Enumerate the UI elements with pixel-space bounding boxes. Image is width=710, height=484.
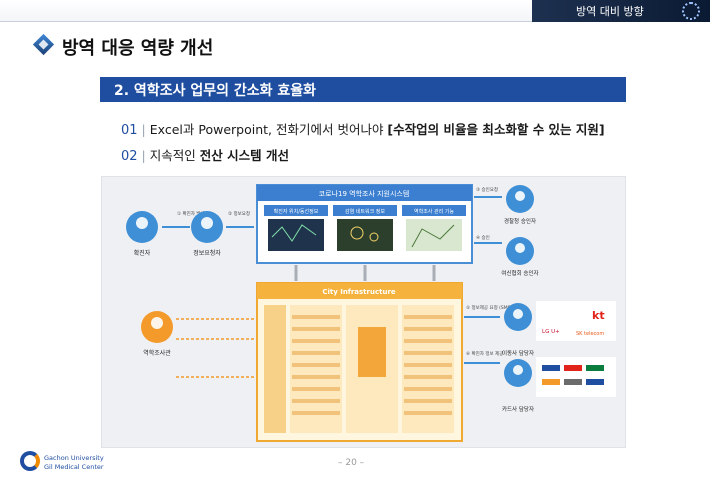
point-emphasis: 전산 시스템 개선 — [199, 148, 289, 163]
system-tab-label: 감염 네트워크 정보 — [345, 208, 385, 215]
org-line-1: Gachon University — [44, 454, 104, 462]
info-requester-actor: 정보요청자 — [191, 211, 223, 257]
flow-label: ④ 승인 — [476, 234, 490, 241]
section-tab: 방역 대비 방향 — [532, 0, 710, 22]
card-actor: 카드사 담당자 — [502, 359, 534, 413]
section-heading-bar: 2. 역학조사 업무의 간소화 효율화 — [100, 77, 626, 102]
point-text: Excel과 Powerpoint, 전화기에서 벗어나야 — [149, 122, 388, 137]
system-panel: 확진자 위치/동선정보 — [264, 205, 328, 251]
virus-icon — [682, 2, 700, 20]
flow-arrow — [464, 316, 500, 364]
point-number: 02 — [121, 149, 138, 164]
top-bar: 방역 대비 방향 — [0, 0, 710, 22]
system-box-header — [257, 185, 472, 201]
patient-actor: 확진자 — [126, 211, 158, 257]
flow-label: ③ 승인요청 — [476, 186, 498, 193]
logo-panel — [536, 301, 616, 341]
flow-label: ⑤ 정보제공 요청 (SMS) — [466, 304, 513, 311]
point-1: 01|Excel과 Powerpoint, 전화기에서 벗어나야 [수작업의 비… — [121, 119, 605, 138]
org-line-2: Gil Medical Center — [44, 463, 104, 471]
flow-label: ⑥ 확진자 정보 제공 — [466, 350, 503, 357]
monitor-screen — [337, 219, 393, 251]
logo-panel — [536, 357, 616, 397]
point-separator: | — [141, 148, 146, 163]
infra-grid — [264, 305, 454, 433]
point-2: 02|지속적인 전산 시스템 개선 — [121, 145, 289, 164]
flow-label: ② 정보요청 — [228, 210, 250, 217]
actor-label: 경찰청 승인자 — [504, 217, 536, 225]
slide-title: 방역 대응 역량 개선 — [62, 38, 214, 59]
point-text: 지속적인 — [149, 148, 200, 163]
kt-logo-text: kt — [592, 309, 605, 322]
section-tab-label: 방역 대비 방향 — [576, 5, 644, 18]
lg-logo-text: LG U+ — [542, 329, 560, 335]
actor-label: 여신협회 승인자 — [501, 269, 538, 277]
diamond-bullet-icon — [32, 33, 55, 56]
system-title: 코로나19 역학조사 지원시스템 — [319, 189, 410, 198]
monitor-screen — [406, 219, 462, 251]
flow-arrow — [474, 196, 502, 244]
actor-label: 이동사 담당자 — [502, 349, 534, 357]
telecom-actor: 이동사 담당자 — [502, 303, 534, 357]
point-number: 01 — [121, 123, 138, 138]
point-emphasis: [수작업의 비율을 최소화할 수 있는 지원] — [387, 122, 605, 137]
flow-label: ① 확진자 발생 — [177, 210, 205, 217]
system-tab-label: 역학조사 관리 기능 — [414, 208, 454, 215]
actor-label: 정보요청자 — [193, 249, 221, 257]
card-logos — [536, 357, 616, 397]
actor-label: 역학조사관 — [143, 349, 171, 357]
system-panel: 역학조사 관리 기능 — [402, 205, 466, 251]
point-separator: | — [141, 122, 146, 137]
finance-actor: 여신협회 승인자 — [501, 237, 539, 277]
system-panel: 감염 네트워크 정보 — [333, 205, 397, 251]
telecom-logos: kt LG U+ SK telecom — [536, 301, 616, 341]
diagram-svg: 코로나19 역학조사 지원시스템 확진자 위치/동선정보 감염 네트워크 정보 … — [126, 184, 616, 442]
gachon-logo-icon — [20, 451, 40, 471]
flow-arrow — [176, 318, 254, 378]
infra-title: City Infrastructure — [322, 288, 396, 296]
section-heading: 2. 역학조사 업무의 간소화 효율화 — [114, 83, 316, 99]
sk-logo-text: SK telecom — [576, 331, 604, 337]
system-tab-label: 확진자 위치/동선정보 — [274, 208, 319, 215]
epi-official-actor: 역학조사관 — [141, 311, 173, 357]
infra-header — [257, 283, 462, 299]
page-number: – 20 – — [338, 458, 365, 468]
actor-label: 카드사 담당자 — [502, 405, 534, 413]
police-actor: 경찰청 승인자 — [504, 185, 536, 225]
actor-label: 확진자 — [134, 249, 151, 257]
system-diagram: 코로나19 역학조사 지원시스템 확진자 위치/동선정보 감염 네트워크 정보 … — [101, 176, 626, 448]
